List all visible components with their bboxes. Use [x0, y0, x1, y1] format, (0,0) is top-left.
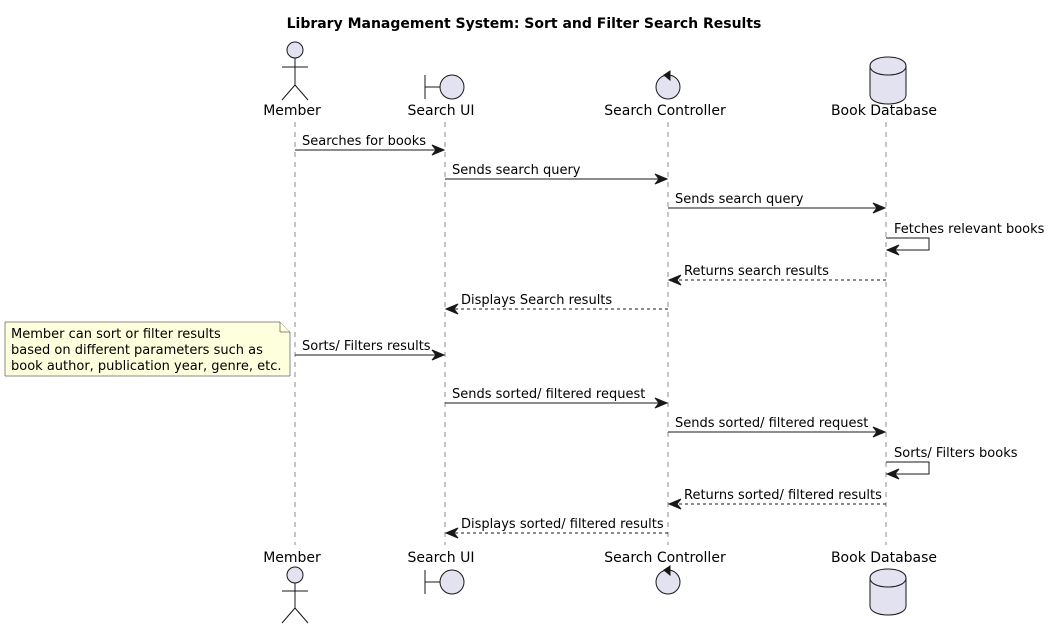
- message-line: [886, 461, 930, 475]
- message-label: Sends sorted/ filtered request: [452, 387, 645, 402]
- message-label: Sends search query: [675, 192, 804, 207]
- note-line-2: based on different parameters such as: [11, 343, 263, 358]
- participant-search-ui-bottom: Search UI: [408, 550, 475, 566]
- note-box: [4, 321, 291, 377]
- participants-bottom: Member Search UI Search Controller Book …: [263, 550, 937, 624]
- boundary-icon: [424, 569, 465, 595]
- arrow-head: [885, 244, 900, 256]
- note-line-1: Member can sort or filter results: [11, 327, 221, 342]
- arrow-head: [444, 527, 459, 539]
- participant-member-top: Member: [263, 103, 321, 119]
- message-3: Sends search query: [668, 192, 887, 214]
- message-9: Sends sorted/ filtered request: [668, 416, 887, 438]
- lifelines: [294, 122, 887, 545]
- note-line-3: book author, publication year, genre, et…: [11, 359, 282, 374]
- participant-search-ui-top: Search UI: [408, 103, 475, 119]
- participants-top: Member Search UI Search Controller Book …: [263, 41, 937, 119]
- participant-search-controller-top: Search Controller: [604, 103, 726, 119]
- message-label: Returns sorted/ filtered results: [684, 488, 882, 503]
- message-label: Displays sorted/ filtered results: [461, 517, 664, 532]
- message-8: Sends sorted/ filtered request: [445, 387, 669, 409]
- message-11: Returns sorted/ filtered results: [667, 488, 886, 510]
- message-12: Displays sorted/ filtered results: [444, 517, 668, 539]
- message-label: Sends sorted/ filtered request: [675, 416, 868, 431]
- message-4: Fetches relevant books: [885, 222, 1045, 256]
- arrow-head: [885, 468, 900, 480]
- arrow-head: [667, 274, 682, 286]
- control-icon: [655, 70, 681, 100]
- boundary-icon: [424, 74, 465, 100]
- message-1: Searches for books: [295, 134, 446, 156]
- arrow-head: [431, 144, 446, 156]
- message-6: Displays Search results: [444, 293, 668, 315]
- message-label: Sorts/ Filters books: [894, 446, 1018, 461]
- message-label: Sorts/ Filters results: [302, 339, 431, 354]
- actor-icon: [281, 41, 309, 101]
- message-2: Sends search query: [445, 163, 669, 185]
- arrow-head: [654, 397, 669, 409]
- database-icon: [869, 56, 907, 105]
- message-5: Returns search results: [667, 264, 886, 286]
- arrow-head: [431, 349, 446, 361]
- message-10: Sorts/ Filters books: [885, 446, 1018, 480]
- message-label: Fetches relevant books: [894, 222, 1045, 237]
- arrow-head: [444, 303, 459, 315]
- arrow-head: [667, 498, 682, 510]
- diagram-title: Library Management System: Sort and Filt…: [287, 16, 762, 32]
- database-icon: [869, 568, 907, 616]
- participant-book-database-top: Book Database: [831, 103, 937, 119]
- message-label: Searches for books: [302, 134, 426, 149]
- arrow-head: [872, 202, 887, 214]
- message-label: Displays Search results: [461, 293, 612, 308]
- participant-search-controller-bottom: Search Controller: [604, 550, 726, 566]
- participant-book-database-bottom: Book Database: [831, 550, 937, 566]
- message-7: Sorts/ Filters results: [295, 339, 446, 361]
- message-label: Sends search query: [452, 163, 581, 178]
- message-label: Returns search results: [684, 264, 829, 279]
- participant-member-bottom: Member: [263, 550, 321, 566]
- message-line: [886, 237, 930, 251]
- control-icon: [655, 565, 681, 595]
- arrow-head: [654, 173, 669, 185]
- note: Member can sort or filter results based …: [4, 321, 291, 377]
- actor-icon: [281, 566, 309, 624]
- arrow-head: [872, 426, 887, 438]
